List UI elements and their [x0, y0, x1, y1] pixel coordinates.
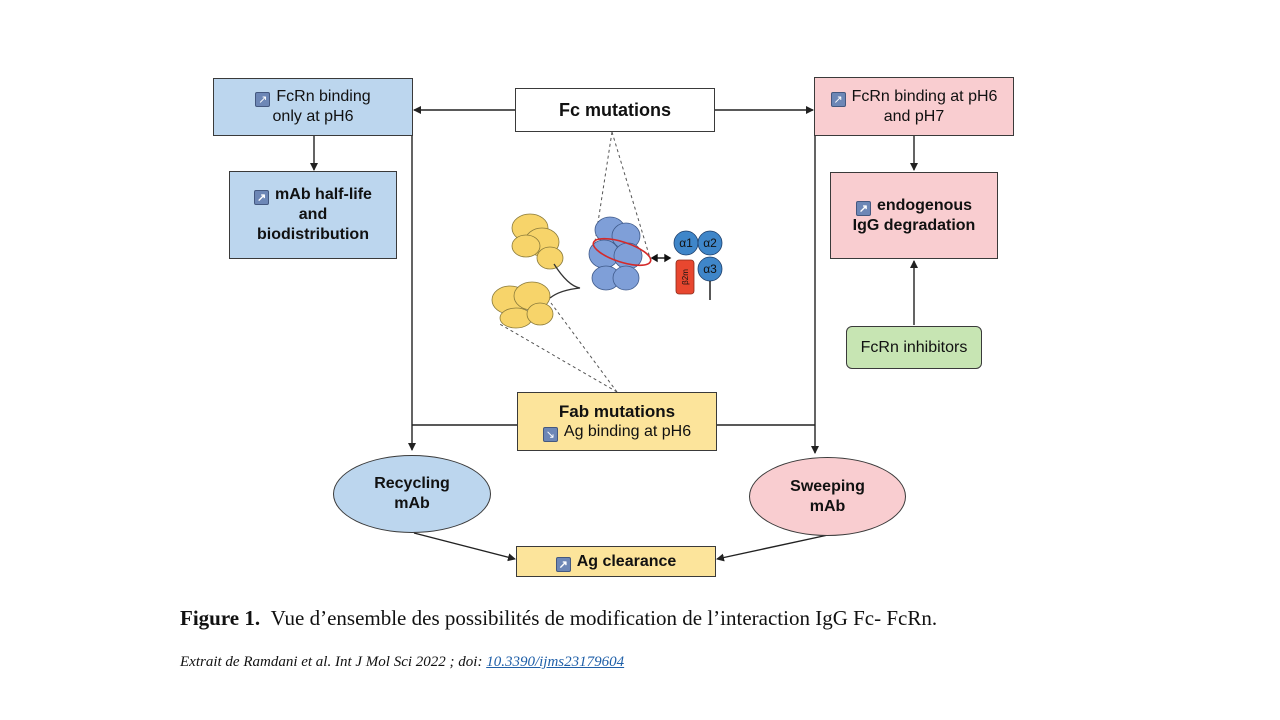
figure-caption-text: Vue d’ensemble des possibilités de modif… — [270, 606, 938, 630]
label-alpha1: α1 — [679, 236, 693, 250]
fc-mutations-box: Fc mutations — [515, 88, 715, 132]
fc-mutations-label: Fc mutations — [558, 100, 671, 120]
half-life-line1: mAb half-life — [275, 186, 372, 203]
fcrn-binding-ph6-box: ↗ FcRn binding only at pH6 — [213, 78, 413, 136]
igg-fcrn-molecule-illustration: α1 α2 α3 β2m — [491, 213, 723, 329]
fcrn-beta2m — [675, 259, 695, 295]
ag-clearance-box: ↗ Ag clearance — [516, 546, 716, 577]
mab-half-life-box: ↗ mAb half-life and biodistribution — [229, 171, 397, 259]
fcrn-ph6-line2: only at pH6 — [272, 108, 354, 125]
endogenous-line2: IgG degradation — [852, 216, 976, 234]
dashed-line-fab-2 — [550, 302, 618, 393]
arrow-sweeping-to-ag-clearance — [716, 534, 829, 562]
increase-arrow-icon: ↗ — [254, 190, 270, 205]
dashed-line-fab-1 — [497, 322, 618, 393]
sweeping-mab-ellipse: Sweeping mAb — [749, 457, 906, 536]
fcrn-binding-site-ring — [592, 237, 652, 267]
figure-label: Figure 1. — [180, 606, 261, 630]
fab-mutations-box: Fab mutations ↘ Ag binding at pH6 — [517, 392, 717, 451]
fab-domain-lower — [491, 281, 554, 329]
increase-arrow-icon: ↗ — [855, 200, 871, 216]
label-alpha2: α2 — [703, 236, 717, 250]
dashed-line-fc-2 — [611, 131, 651, 259]
sweeping-line2: mAb — [809, 497, 846, 515]
fcrn-receptor: α1 α2 α3 β2m — [673, 230, 723, 300]
fab-domain-upper — [511, 213, 564, 270]
fcrn-inhibitors-label: FcRn inhibitors — [860, 338, 968, 356]
figure-caption: Figure 1. Vue d’ensemble des possibilité… — [180, 606, 937, 631]
fcrn-alpha2 — [697, 230, 723, 256]
endogenous-line1: endogenous — [876, 196, 973, 214]
hinge-region — [549, 263, 581, 299]
fcrn-ph6-ph7-line1: FcRn binding at pH6 — [851, 87, 998, 105]
label-beta2m: β2m — [681, 269, 690, 285]
label-alpha3: α3 — [703, 262, 717, 276]
endogenous-igg-degradation-box: ↗ endogenous IgG degradation — [830, 172, 998, 259]
decrease-arrow-icon: ↘ — [542, 426, 558, 442]
recycling-mab-ellipse: Recycling mAb — [333, 455, 491, 533]
recycling-line2: mAb — [394, 495, 430, 512]
arrow-recycling-to-ag-clearance — [413, 532, 516, 562]
half-life-line3: biodistribution — [257, 226, 369, 243]
fcrn-ph6-line1: FcRn binding — [276, 88, 371, 105]
increase-arrow-icon: ↗ — [830, 91, 846, 107]
increase-arrow-icon: ↗ — [555, 556, 571, 572]
fcrn-binding-ph6-ph7-box: ↗ FcRn binding at pH6 and pH7 — [814, 77, 1014, 136]
fab-line2: Ag binding at pH6 — [563, 422, 692, 440]
ag-clearance-label: Ag clearance — [576, 552, 677, 570]
fcrn-inhibitors-box: FcRn inhibitors — [846, 326, 982, 369]
source-text: Extrait de Ramdani et al. Int J Mol Sci … — [180, 654, 487, 670]
sweeping-line1: Sweeping — [790, 477, 865, 495]
fab-mutations-title: Fab mutations — [558, 401, 676, 421]
half-life-line2: and — [298, 206, 328, 223]
double-arrow-icon — [650, 253, 672, 263]
increase-arrow-icon: ↗ — [255, 92, 271, 107]
doi-link[interactable]: 10.3390/ijms23179604 — [486, 654, 625, 670]
fc-domain — [588, 216, 643, 291]
fcrn-ph6-ph7-line2: and pH7 — [883, 107, 945, 125]
recycling-line1: Recycling — [374, 475, 450, 492]
source-citation: Extrait de Ramdani et al. Int J Mol Sci … — [180, 654, 624, 671]
